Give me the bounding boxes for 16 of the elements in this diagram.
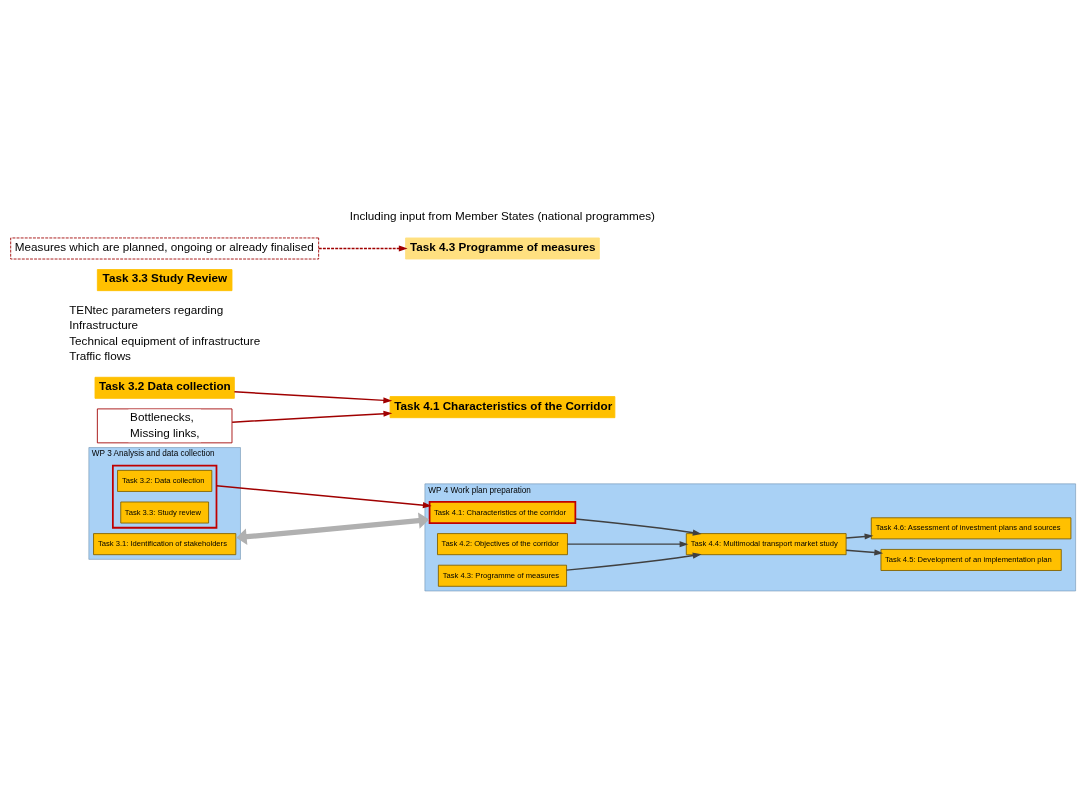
node-label: Technical equipment of infrastructure	[69, 333, 261, 347]
node-label: Traffic flows	[69, 348, 131, 362]
arrow	[231, 410, 393, 423]
node-label: TENtec parameters regarding	[69, 303, 224, 317]
arrow	[233, 391, 393, 404]
arrow	[236, 512, 430, 545]
arrow	[574, 518, 702, 536]
arrow	[566, 541, 689, 548]
cluster	[112, 464, 218, 529]
arrow	[565, 552, 702, 571]
node-label: Infrastructure	[69, 318, 139, 332]
arrow	[845, 549, 884, 556]
arrow	[845, 533, 874, 540]
node-label: Including input from Member States (national programmes)	[349, 208, 655, 222]
arrow	[318, 245, 408, 252]
arrow	[215, 485, 432, 509]
